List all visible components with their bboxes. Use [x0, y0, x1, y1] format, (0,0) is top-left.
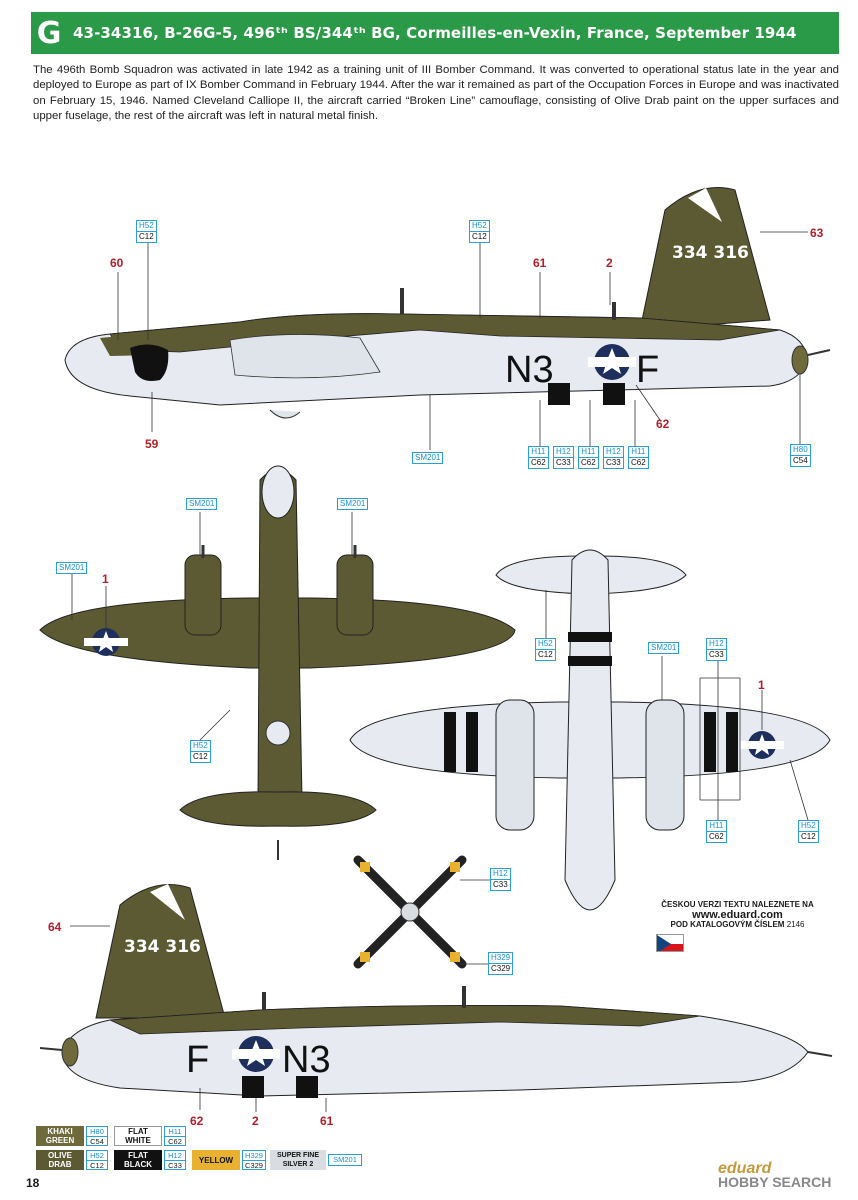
item-number-60: 60 [110, 256, 124, 270]
item-number-2-b: 2 [252, 1114, 259, 1128]
czech-url[interactable]: www.eduard.com [692, 909, 783, 921]
item-number-1-b: 1 [758, 678, 765, 692]
legend-super-fine-silver: SUPER FINE SILVER 2 [270, 1150, 326, 1170]
callout-sm201-c: SM201 [337, 498, 369, 510]
legend-flat-black: FLAT BLACK [114, 1150, 162, 1170]
legend-yellow: YELLOW [192, 1150, 240, 1170]
callout-sm201-d: SM201 [56, 562, 88, 574]
item-number-64: 64 [48, 920, 62, 934]
item-number-1-a: 1 [102, 572, 109, 586]
side-code-left-b: N3 [282, 1039, 331, 1081]
side-code-right-b: F [186, 1039, 209, 1081]
item-number-62-b: 62 [190, 1114, 204, 1128]
profile-letter: G [36, 15, 62, 51]
tail-serial-top: 334 316 [672, 243, 749, 263]
item-number-61-b: 61 [320, 1114, 334, 1128]
watermark: HOBBY SEARCH [718, 1174, 832, 1190]
legend-khaki-green: KHAKI GREEN [36, 1126, 84, 1146]
czech-flag-icon [656, 934, 684, 952]
item-number-2-a: 2 [606, 256, 613, 270]
bottom-view [349, 549, 831, 911]
tail-serial-bottom: 334 316 [124, 937, 201, 957]
czech-line-3: POD KATALOGOVÝM ČÍSLEM [670, 920, 785, 929]
leader-lines [70, 231, 809, 1112]
item-number-61-a: 61 [533, 256, 547, 270]
side-code-left: N3 [505, 349, 554, 391]
left-side-profile: N3 F 334 316 [64, 187, 831, 419]
propeller-drawing [353, 855, 467, 969]
item-number-63: 63 [810, 226, 824, 240]
profile-description: The 496th Bomb Squadron was activated in… [33, 64, 839, 123]
czech-version-note: ČESKOU VERZI TEXTU NALEZNETE NA www.edua… [640, 900, 835, 930]
legend-olive-drab: OLIVE DRAB [36, 1150, 84, 1170]
page-number: 18 [26, 1176, 40, 1190]
right-side-profile: F N3 334 316 [39, 884, 833, 1098]
brand-logo: eduard [718, 1160, 772, 1177]
side-code-right: F [636, 349, 659, 391]
profile-header: G 43-34316, B-26G-5, 496ᵗʰ BS/344ᵗʰ BG, … [31, 12, 839, 54]
item-number-59: 59 [145, 437, 159, 451]
top-view [39, 465, 516, 860]
czech-line-1: ČESKOU VERZI TEXTU NALEZNETE NA [661, 900, 814, 909]
legend-flat-white: FLAT WHITE [114, 1126, 162, 1146]
profile-title: 43-34316, B-26G-5, 496ᵗʰ BS/344ᵗʰ BG, Co… [73, 24, 797, 42]
legend-super-fine-silver-code: SM201 [328, 1154, 362, 1166]
callout-sm201-a: SM201 [412, 452, 444, 464]
item-number-62-a: 62 [656, 417, 670, 431]
callout-sm201-e: SM201 [648, 642, 680, 654]
callout-sm201-b: SM201 [186, 498, 218, 510]
catalog-number: 2146 [786, 920, 805, 929]
